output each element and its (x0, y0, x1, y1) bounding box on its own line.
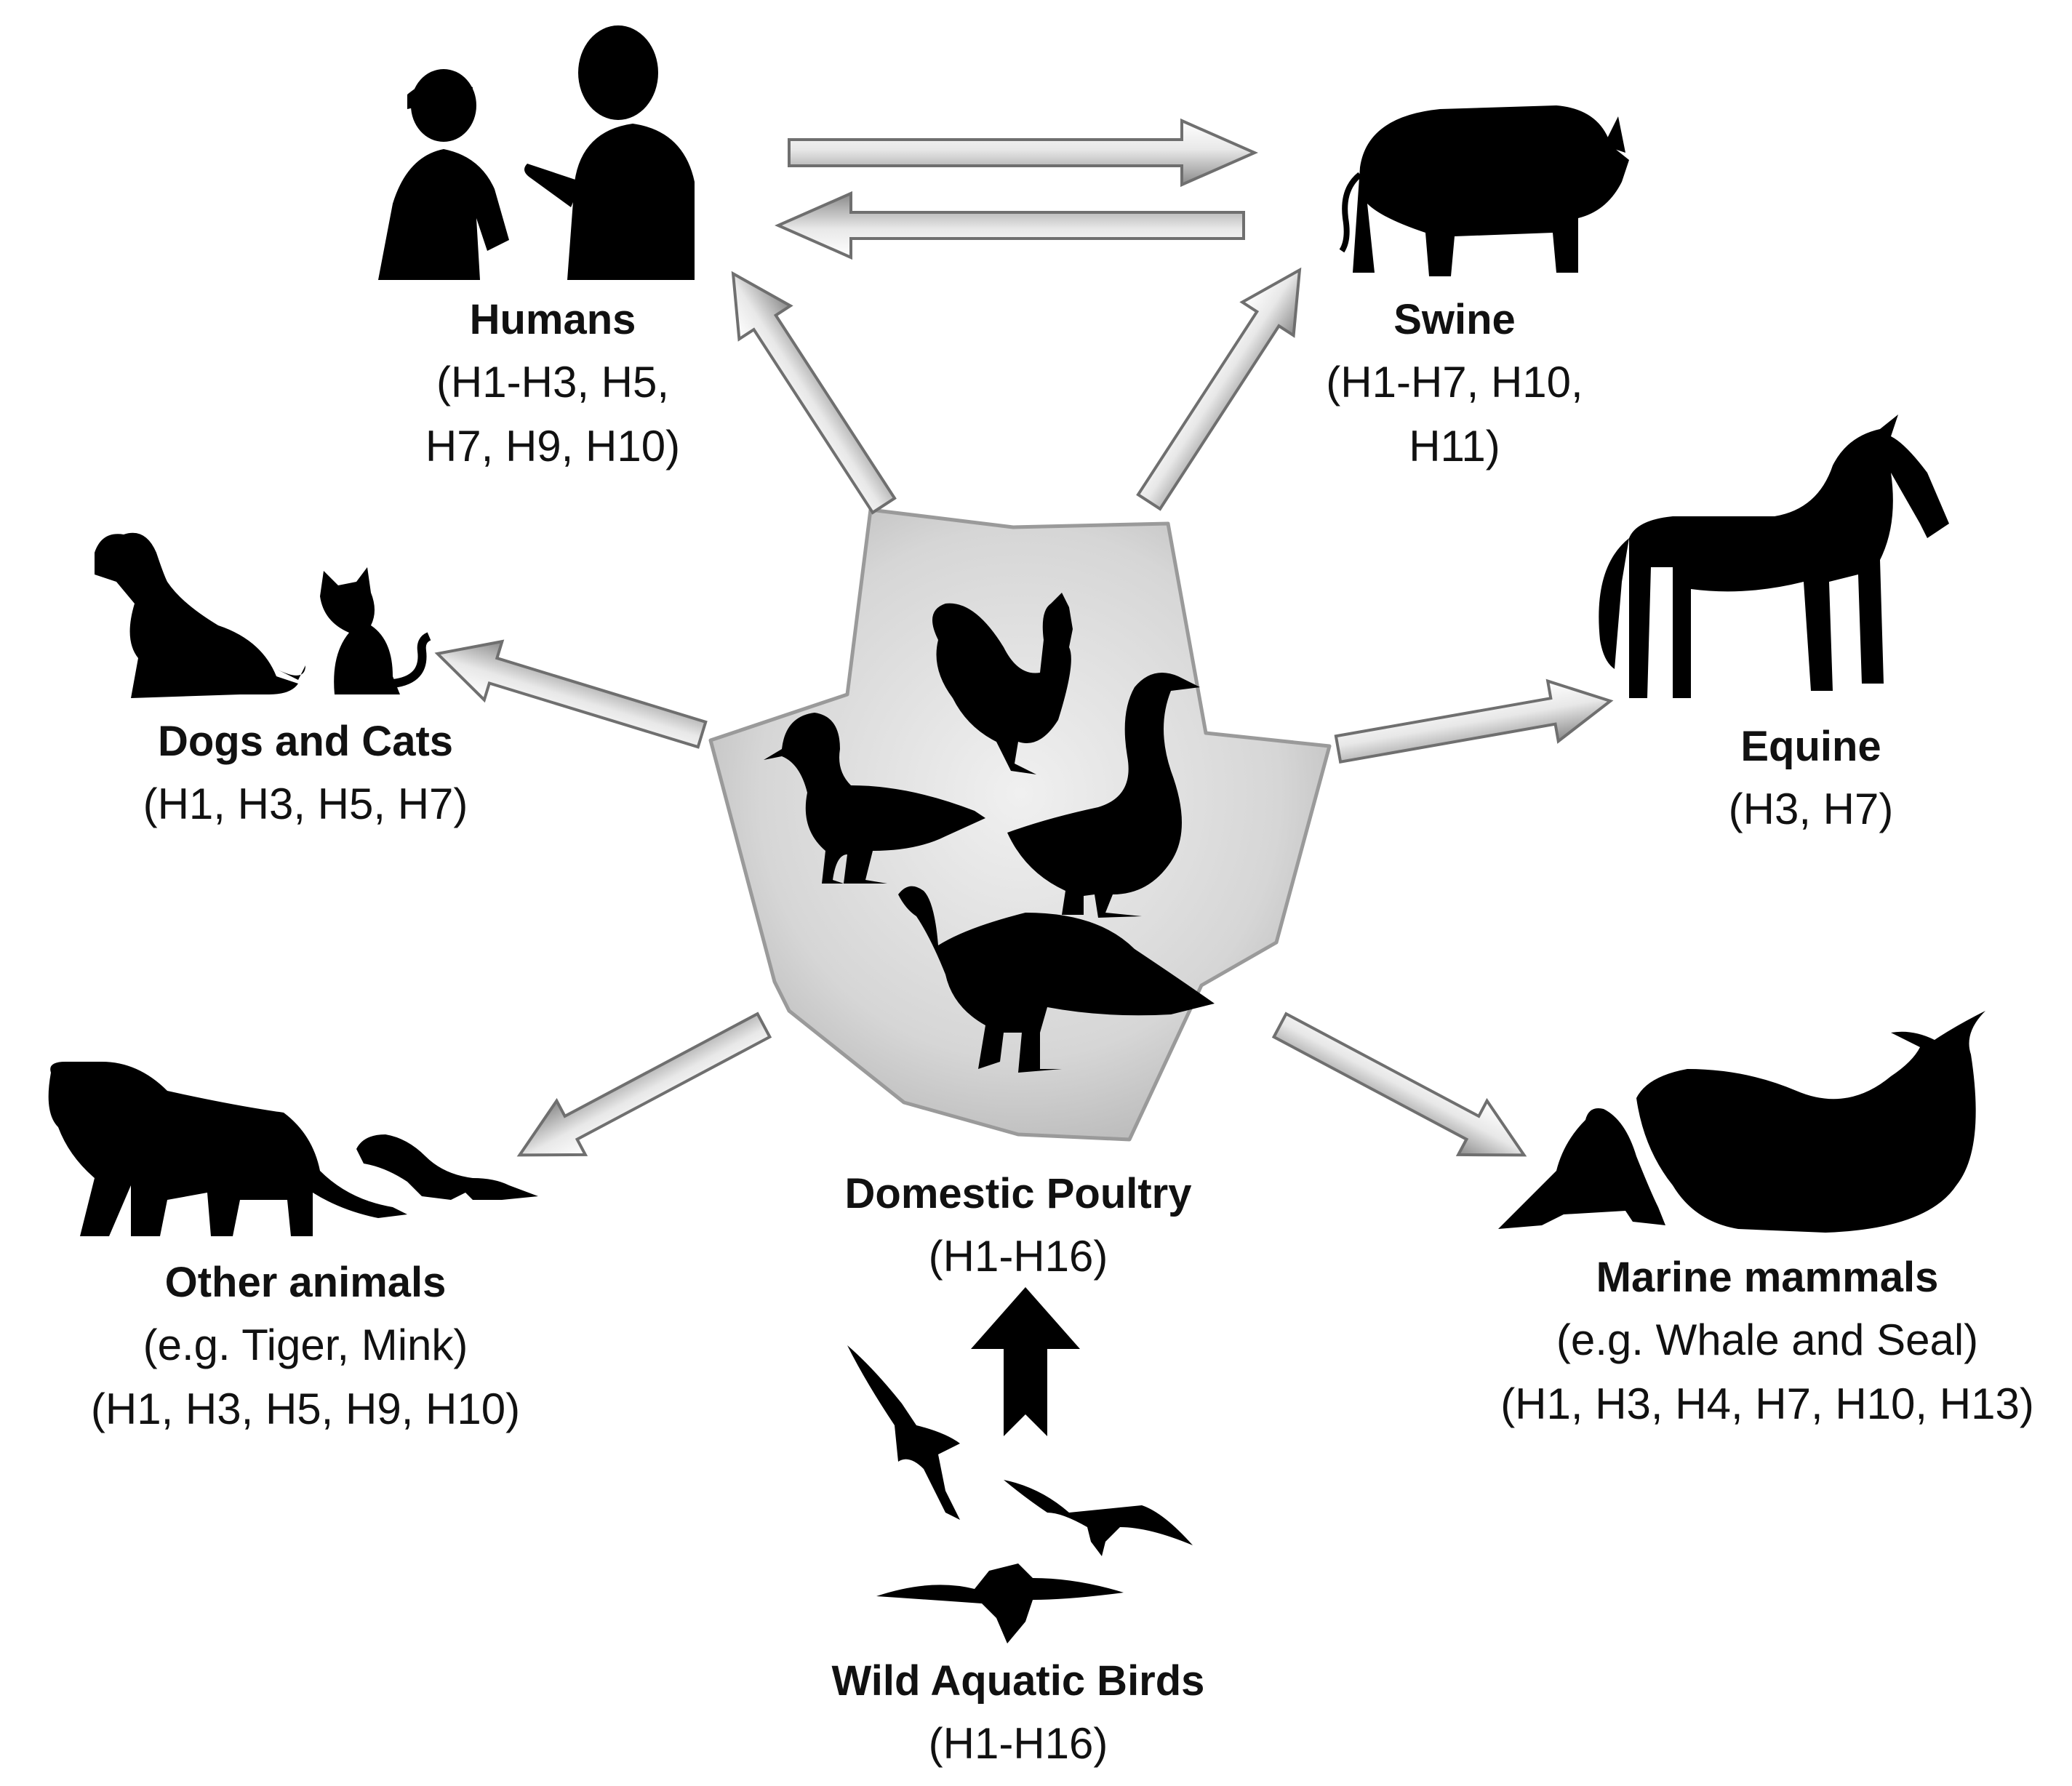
equine-subtypes-line1: (H3, H7) (1728, 785, 1894, 833)
horse-icon (1599, 415, 1949, 698)
marine-mammals-subtypes: (H1, H3, H4, H7, H10, H13) (1500, 1379, 2034, 1428)
wild-birds-to-poultry-arrow (971, 1287, 1080, 1436)
other-animals-examples: (e.g. Tiger, Mink) (143, 1321, 468, 1369)
turkey-icon (898, 886, 1215, 1073)
duck-icon (764, 713, 985, 884)
wild-aquatic-birds-label: Wild Aquatic Birds (H1-H16) (793, 1651, 1244, 1776)
marine-mammals-examples: (e.g. Whale and Seal) (1556, 1316, 1979, 1364)
seal-icon (1498, 1108, 1665, 1229)
swine-label: Swine (H1-H7, H10, H11) (1236, 289, 1673, 478)
dogs-cats-label: Dogs and Cats (H1, H3, H5, H7) (87, 711, 524, 836)
domestic-poultry-title: Domestic Poultry (844, 1170, 1192, 1217)
swine-subtypes-line1: (H1-H7, H10, (1326, 358, 1583, 407)
other-animals-label: Other animals (e.g. Tiger, Mink) (H1, H3… (44, 1252, 567, 1441)
poultry-to-marine-arrow (1265, 998, 1538, 1182)
center-star (708, 508, 1332, 1142)
mink-icon (356, 1134, 538, 1200)
equine-title: Equine (1740, 723, 1881, 770)
humans-subtypes-line1: (H1-H3, H5, (436, 358, 670, 407)
humans-title: Humans (469, 296, 636, 343)
whale-icon (1636, 1011, 1985, 1233)
humans-icon (378, 25, 695, 280)
swine-to-humans-arrow (775, 191, 1245, 260)
wild-aquatic-birds-title: Wild Aquatic Birds (831, 1657, 1205, 1705)
other-animals-title: Other animals (164, 1259, 447, 1306)
goose-icon (1007, 673, 1200, 918)
chicken-icon (932, 593, 1073, 774)
humans-to-swine-arrow (788, 118, 1258, 188)
other-animals-subtypes: (H1, H3, H5, H9, H10) (90, 1385, 521, 1433)
poultry-to-other-animals-arrow (505, 998, 778, 1182)
dogs-cats-subtypes-line1: (H1, H3, H5, H7) (143, 780, 468, 828)
swine-subtypes-line2: H11) (1409, 422, 1500, 470)
humans-label: Humans (H1-H3, H5, H7, H9, H10) (335, 289, 771, 478)
swine-title: Swine (1393, 296, 1516, 343)
humans-subtypes-line2: H7, H9, H10) (425, 422, 681, 470)
domestic-poultry-subtypes: (H1-H16) (928, 1232, 1108, 1281)
pig-icon (1339, 105, 1629, 276)
seagull-icon (847, 1345, 1193, 1643)
tiger-icon (48, 1062, 408, 1236)
dogs-cats-title: Dogs and Cats (157, 718, 454, 765)
cat-icon (320, 567, 431, 694)
dog-icon (95, 532, 305, 698)
domestic-poultry-label: Domestic Poultry (H1-H16) (793, 1164, 1244, 1289)
marine-mammals-title: Marine mammals (1596, 1254, 1939, 1301)
marine-mammals-label: Marine mammals (e.g. Whale and Seal) (H1… (1469, 1247, 2065, 1436)
wild-aquatic-birds-subtypes: (H1-H16) (928, 1719, 1108, 1768)
equine-label: Equine (H3, H7) (1629, 716, 1993, 841)
poultry-to-equine-arrow (1331, 669, 1617, 781)
